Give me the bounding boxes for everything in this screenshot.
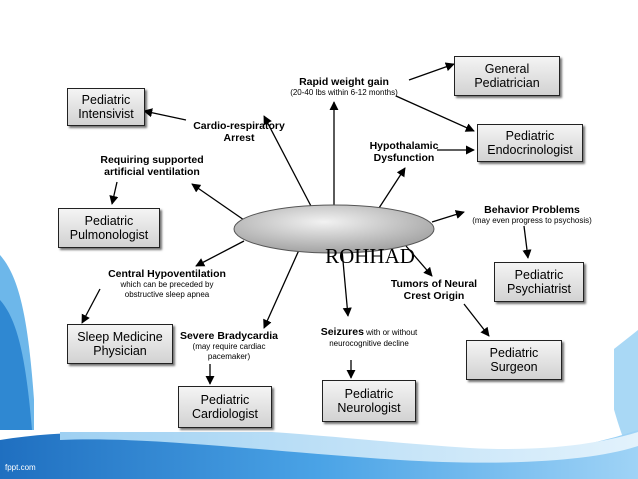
- label-sub: obstructive sleep apnea: [124, 290, 210, 299]
- spoke-brady: [263, 249, 300, 329]
- label-title: Rapid weight gain: [299, 76, 389, 88]
- center-title: ROHHAD: [325, 243, 415, 268]
- spoke-ventilation: [191, 183, 245, 221]
- box-line: Pediatric: [505, 129, 555, 143]
- label-hypothalamic: Hypothalamic Dysfunction: [364, 140, 444, 164]
- label-sub: pacemaker): [207, 352, 251, 361]
- arrow-to-general-pediatrician: [408, 62, 455, 81]
- label-line: Tumors of Neural: [390, 278, 478, 290]
- label-title: Seizures: [320, 326, 364, 338]
- box-line: Surgeon: [490, 360, 538, 374]
- label-tumors: Tumors of Neural Crest Origin: [384, 278, 484, 302]
- label-bradycardia: Severe Bradycardia (may require cardiac …: [174, 330, 284, 362]
- label-title: Central Hypoventilation: [108, 268, 226, 280]
- label-title: Behavior Problems: [484, 204, 580, 216]
- arrow-to-psychiatrist: [522, 225, 532, 259]
- box-pediatric-psychiatrist: Pediatric Psychiatrist: [494, 262, 584, 302]
- label-title: Severe Bradycardia: [179, 330, 279, 342]
- box-line: Physician: [93, 344, 147, 358]
- box-line: Pulmonologist: [69, 228, 149, 242]
- diagram-panel: ROHHAD General Pediatrician Pediatric In…: [34, 36, 614, 432]
- label-inline: with or without: [363, 328, 418, 337]
- diagram-connectors: [81, 62, 532, 385]
- box-line: Pediatric: [84, 214, 134, 228]
- spoke-hypothalamic: [378, 167, 406, 209]
- label-line: artificial ventilation: [104, 166, 200, 178]
- label-ventilation: Requiring supported artificial ventilati…: [84, 154, 220, 178]
- label-seizures: Seizures with or without neurocognitive …: [304, 326, 434, 349]
- box-line: Intensivist: [78, 107, 134, 121]
- label-line: Cardio-respiratory: [193, 120, 285, 132]
- arrow-to-pulmonologist: [109, 181, 119, 205]
- box-line: Sleep Medicine: [77, 330, 163, 344]
- label-sub: (may even progress to psychosis): [472, 216, 592, 225]
- label-line: Hypothalamic: [369, 140, 439, 152]
- arrow-to-surgeon: [463, 303, 490, 337]
- box-general-pediatrician: General Pediatrician: [454, 56, 560, 96]
- footer-credit: fppt.com: [5, 463, 36, 472]
- box-line: Endocrinologist: [487, 143, 573, 157]
- spoke-cardio: [263, 115, 313, 209]
- label-sub: (20-40 lbs within 6-12 months): [290, 88, 398, 97]
- label-line: Crest Origin: [403, 290, 465, 302]
- box-line: Pediatric: [200, 393, 250, 407]
- box-line: Pediatric: [514, 268, 564, 282]
- box-pediatric-pulmonologist: Pediatric Pulmonologist: [58, 208, 160, 248]
- label-hypoventilation: Central Hypoventilation which can be pre…: [92, 268, 242, 300]
- label-line: Requiring supported: [100, 154, 204, 166]
- box-pediatric-endocrinologist: Pediatric Endocrinologist: [477, 124, 583, 162]
- box-pediatric-surgeon: Pediatric Surgeon: [466, 340, 562, 380]
- box-line: Pediatrician: [474, 76, 540, 90]
- arrow-to-intensivist: [143, 108, 187, 121]
- box-line: General: [484, 62, 530, 76]
- box-line: Neurologist: [337, 401, 401, 415]
- label-sub: neurocognitive decline: [329, 339, 409, 348]
- box-sleep-medicine-physician: Sleep Medicine Physician: [67, 324, 173, 364]
- box-line: Pediatric: [344, 387, 394, 401]
- label-sub: (may require cardiac: [192, 342, 266, 351]
- label-weight-gain: Rapid weight gain (20-40 lbs within 6-12…: [274, 76, 414, 98]
- box-line: Cardiologist: [191, 407, 258, 421]
- label-behavior: Behavior Problems (may even progress to …: [452, 204, 612, 226]
- spoke-behavior: [431, 210, 465, 223]
- box-line: Psychiatrist: [507, 282, 571, 296]
- spoke-tumors: [405, 245, 433, 277]
- label-sub: which can be preceded by: [120, 280, 214, 289]
- spoke-hypovent: [195, 240, 245, 267]
- box-pediatric-intensivist: Pediatric Intensivist: [67, 88, 145, 126]
- label-line: Dysfunction: [373, 152, 435, 164]
- label-cardio-arrest: Cardio-respiratory Arrest: [184, 120, 294, 144]
- box-line: Pediatric: [489, 346, 539, 360]
- arrow-to-endocrinologist-1: [395, 95, 475, 132]
- box-line: Pediatric: [81, 93, 131, 107]
- arrow-to-sleep-medicine: [81, 288, 101, 324]
- box-pediatric-cardiologist: Pediatric Cardiologist: [178, 386, 272, 428]
- rohhad-ellipse: [233, 204, 435, 254]
- box-pediatric-neurologist: Pediatric Neurologist: [322, 380, 416, 422]
- label-line: Arrest: [223, 132, 255, 144]
- spoke-seizures: [341, 249, 352, 317]
